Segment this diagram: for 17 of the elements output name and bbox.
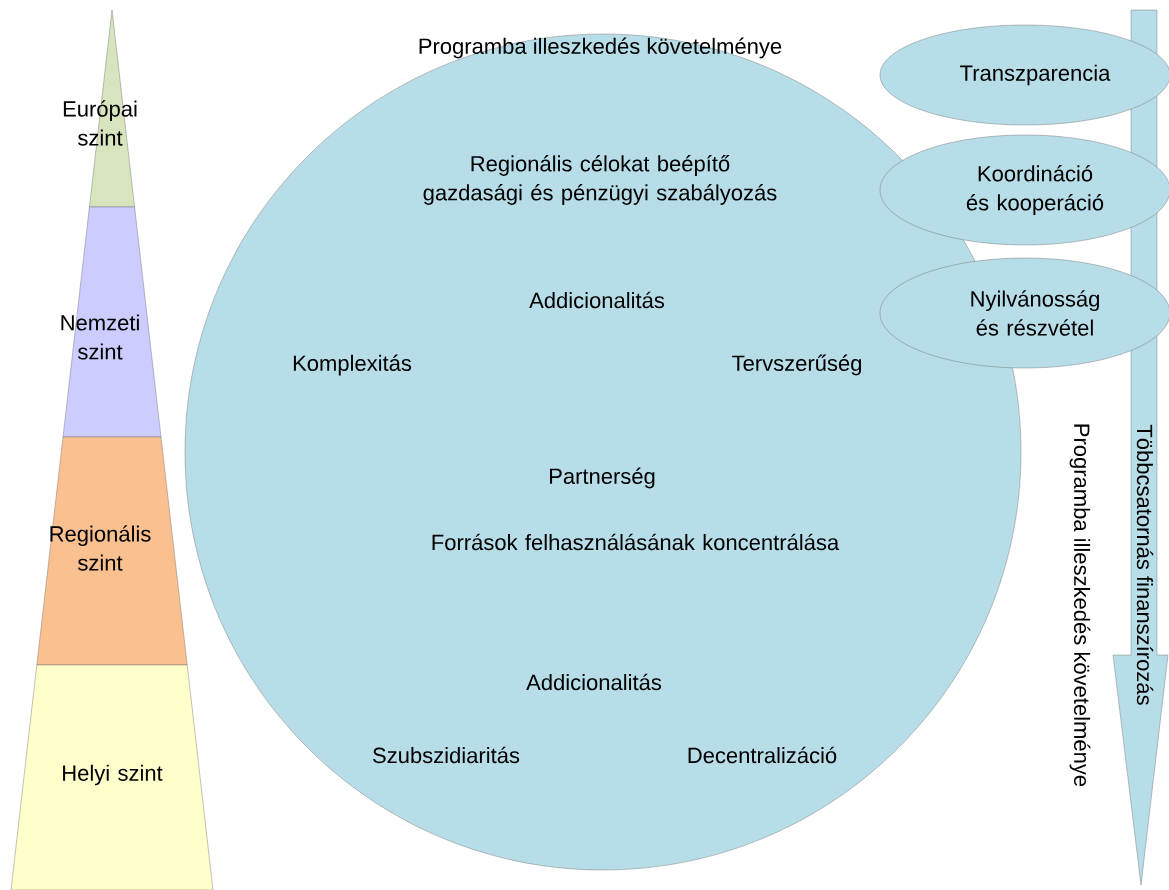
principle-label: Partnerség: [550, 467, 655, 489]
node-label: Nyilvánosság és részvétel: [971, 290, 1099, 336]
level-label: Európai szint: [63, 100, 137, 146]
principle-label: Tervszerűség: [732, 354, 861, 376]
heading-label: Programba illeszkedés követelménye: [1069, 424, 1091, 787]
node-label: Koordináció és kooperáció: [966, 165, 1104, 215]
level-label: Nemzeti szint: [61, 314, 139, 360]
principle-label: Regionális célokat beépítő gazdasági és pénzügyi szabályozás: [423, 155, 777, 205]
principle-label: Komplexitás: [293, 354, 412, 376]
level-label: Regionális szint: [50, 525, 151, 571]
principle-label: Addicionalitás: [526, 673, 662, 691]
principle-label: Addicionalitás: [529, 291, 665, 309]
level-label: Helyi szint: [63, 764, 163, 786]
heading-label: Programba illeszkedés követelménye: [419, 37, 782, 59]
principle-label: Szubszidiaritás: [373, 746, 520, 764]
principle-label: Decentralizáció: [688, 746, 837, 764]
principle-label: Források felhasználásának koncentrálása: [432, 533, 840, 551]
